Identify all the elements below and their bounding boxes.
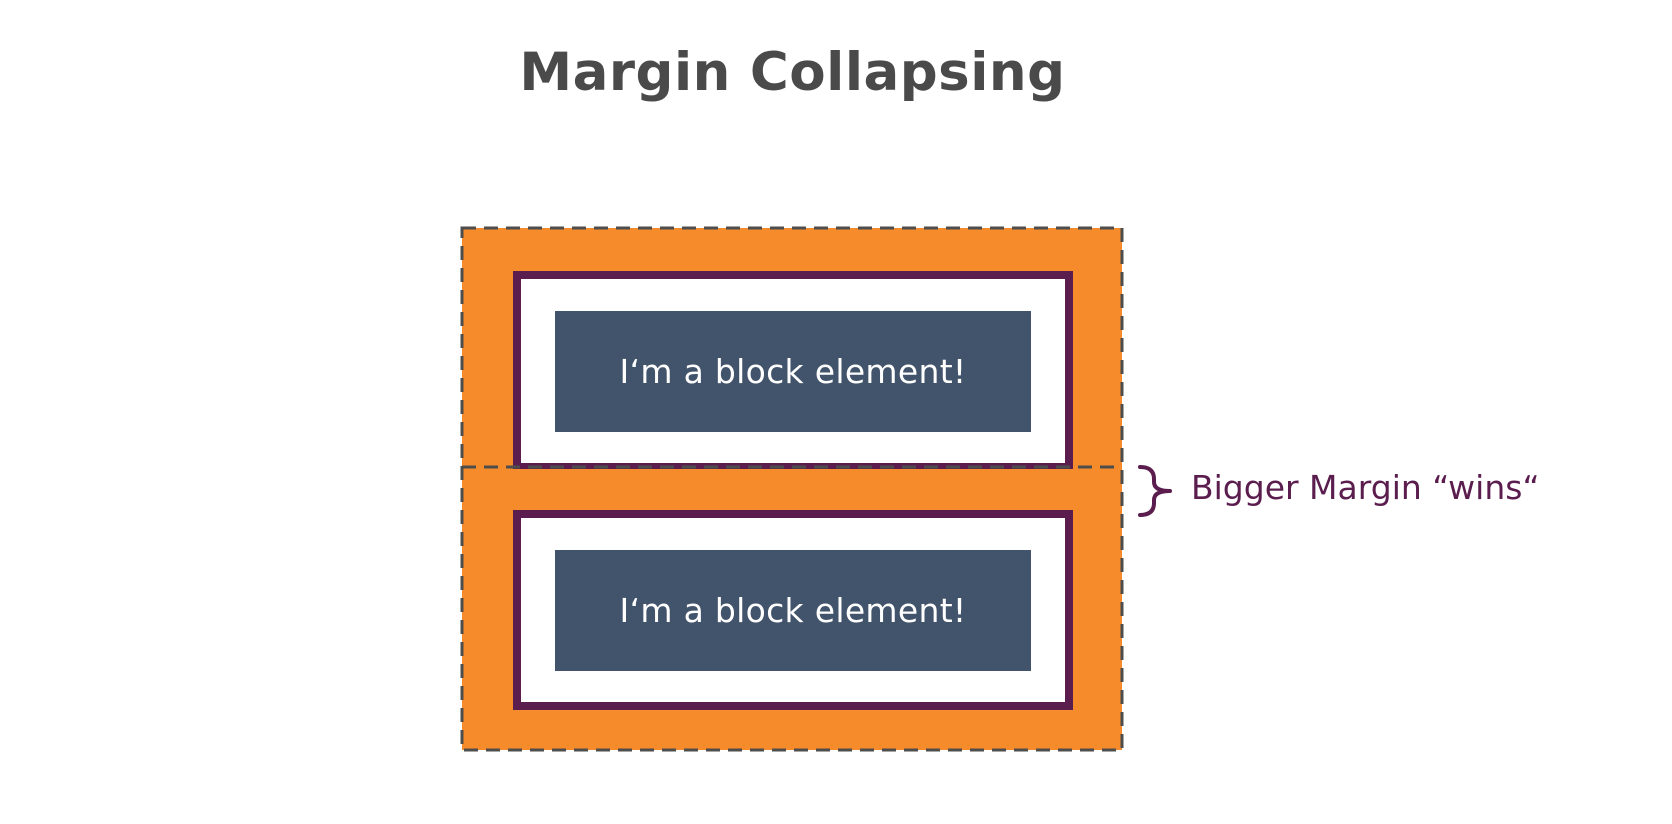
margin-outline: [460, 226, 1124, 752]
block-1-label: I‘m a block element!: [619, 352, 967, 391]
block-2-content: [555, 550, 1031, 671]
page-title: Margin Collapsing: [519, 42, 1066, 103]
block-2-label: I‘m a block element!: [619, 591, 967, 630]
curly-brace-icon: [1138, 465, 1172, 517]
block-1-content: [555, 311, 1031, 432]
annotation-label: Bigger Margin “wins“: [1191, 468, 1540, 507]
